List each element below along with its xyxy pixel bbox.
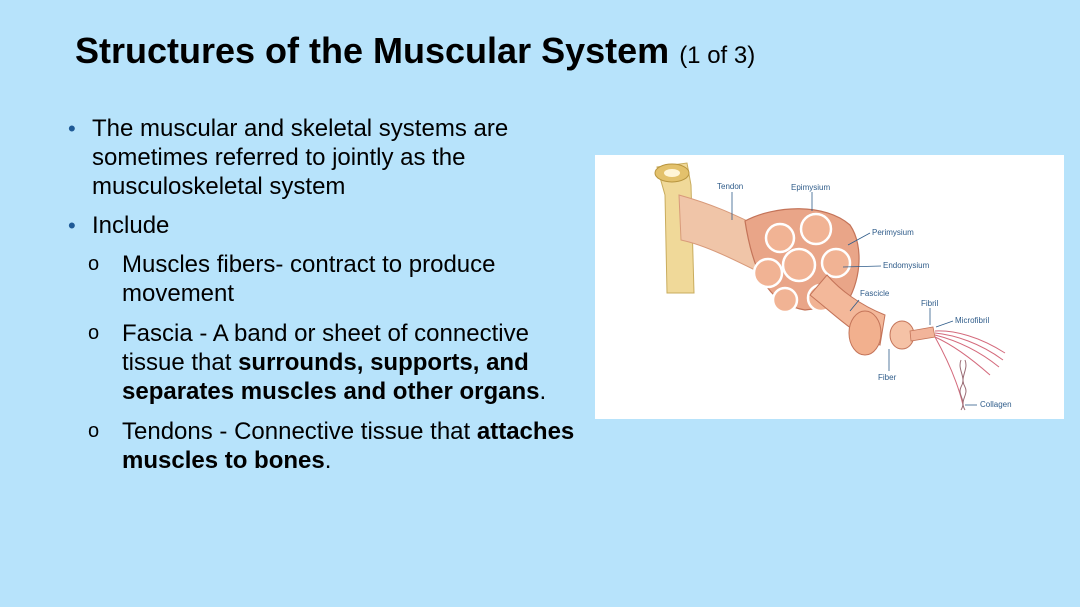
leader-lines — [731, 192, 977, 406]
sub-bullet-marker: o — [88, 420, 100, 442]
muscle-anatomy-diagram: Tendon Epimysium Perimysium Endomysium F… — [654, 162, 1012, 411]
sub-bullet-post: . — [539, 378, 547, 405]
sub-bullet-item: o Fascia - A band or sheet of connective… — [68, 319, 578, 406]
label-microfibril: Microfibril — [955, 316, 989, 325]
bullet-item: • Include — [68, 211, 578, 240]
bullet-list: • The muscular and skeletal systems are … — [68, 114, 578, 486]
bullet-marker: • — [68, 116, 76, 141]
label-fibril: Fibril — [921, 299, 939, 308]
label-collagen: Collagen — [980, 400, 1012, 409]
title-sub: (1 of 3) — [679, 42, 756, 69]
sub-bullet-bold: attaches muscles to bones — [122, 418, 575, 474]
bullet-item: • The muscular and skeletal systems are … — [68, 114, 578, 201]
sub-bullet-marker: o — [88, 253, 100, 275]
label-fiber: Fiber — [878, 373, 897, 382]
collagen-strand — [959, 359, 967, 411]
label-tendon: Tendon — [717, 182, 743, 191]
microfibril-strands — [934, 330, 1006, 406]
fibril-strand — [909, 326, 936, 342]
slide-title: Structures of the Muscular System (1 of … — [75, 30, 755, 72]
sub-bullet-item: o Muscles fibers- contract to produce mo… — [68, 250, 578, 308]
title-main: Structures of the Muscular System — [75, 30, 670, 71]
label-endomysium: Endomysium — [883, 261, 930, 270]
sub-bullet-text: Tendons - Connective tissue that — [122, 418, 477, 445]
sub-bullet-text: Fascia - A band or sheet of connective t… — [122, 320, 529, 376]
label-fascicle: Fascicle — [860, 289, 890, 298]
bullet-text: The muscular and skeletal systems are so… — [92, 115, 509, 200]
sub-bullet-marker: o — [88, 322, 100, 344]
sub-bullet-bold: surrounds, supports, and separates muscl… — [122, 349, 540, 405]
sub-bullet-post: . — [324, 447, 332, 474]
muscle-anatomy-figure: Tendon Epimysium Perimysium Endomysium F… — [595, 155, 1064, 419]
bone-illustration — [654, 162, 695, 294]
label-perimysium: Perimysium — [872, 228, 914, 237]
bullet-text: Include — [92, 212, 170, 239]
sub-bullet-item: o Tendons - Connective tissue that attac… — [68, 417, 578, 475]
fascicle-cross-section — [752, 212, 852, 314]
label-epimysium: Epimysium — [791, 183, 830, 192]
sub-bullet-text: Muscles fibers- contract to produce move… — [122, 251, 496, 307]
fascicle-end — [848, 310, 882, 356]
bullet-marker: • — [68, 213, 76, 238]
